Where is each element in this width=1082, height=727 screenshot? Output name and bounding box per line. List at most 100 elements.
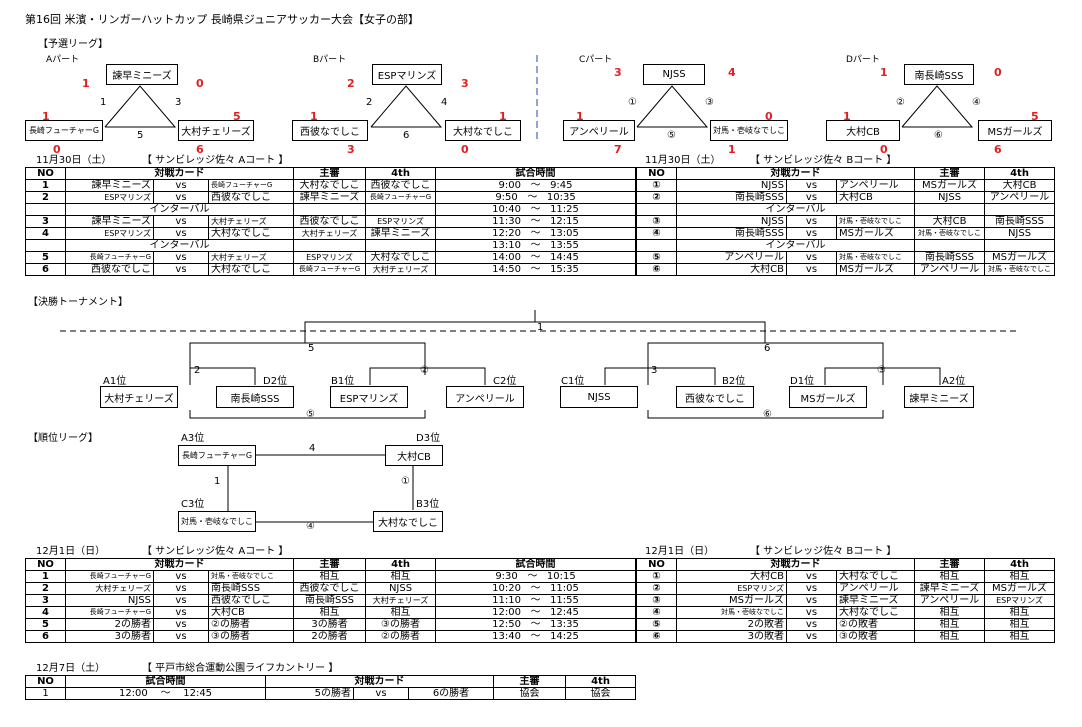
col-header-no: NO: [25, 675, 66, 688]
col-header-time: 試合時間: [435, 167, 637, 180]
cell-vs: vs: [153, 618, 209, 631]
time-start: 12:00: [118, 688, 148, 699]
part-c-score: 0: [765, 110, 773, 123]
cell-vs: vs: [153, 630, 209, 643]
cell-vs: vs: [153, 191, 209, 204]
cell-no: ②: [636, 582, 677, 595]
seed-label: B3位: [416, 499, 440, 510]
cell-4th: MSガールズ: [984, 251, 1056, 264]
seed-label: D3位: [416, 433, 441, 444]
cell-time: 13:40 ～ 14:25: [435, 630, 637, 643]
cell-4th: NJSS: [984, 227, 1056, 240]
part-c-match-number: ⑤: [667, 130, 676, 141]
time-sep: ～: [530, 240, 541, 251]
col-header-ref: 主審: [293, 167, 367, 180]
tournament-team-box: 南長崎SSS: [216, 386, 294, 408]
cell-time: 13:10 ～ 13:55: [435, 239, 637, 252]
part-d-match-number: ④: [972, 97, 981, 108]
part-d-right-team: MSガールズ: [978, 120, 1052, 141]
part-d-triangle: [901, 85, 974, 128]
cell-ref: 2の勝者: [293, 630, 367, 643]
cell-4th: 対馬・壱岐なでしこ: [984, 263, 1056, 276]
seed-label: C1位: [561, 376, 585, 387]
ranking-match-number: 1: [214, 476, 221, 487]
col-header-time: 試合時間: [65, 675, 266, 688]
tournament-team-box: 大村チェリーズ: [100, 386, 178, 408]
cell-vs: vs: [153, 215, 209, 228]
part-a-left-team: 長崎フューチャーG: [25, 120, 103, 141]
cell-vs: vs: [786, 251, 837, 264]
part-a-top-team: 諫早ミニーズ: [106, 64, 178, 85]
seed-label: B2位: [722, 376, 746, 387]
semi-right-number: 6: [764, 343, 771, 354]
cell-4th: [984, 203, 1056, 216]
tournament-heading: 【決勝トーナメント】: [28, 297, 128, 308]
cell-home: 西彼なでしこ: [65, 263, 154, 276]
seed-label: A3位: [181, 433, 205, 444]
cell-away: 大村なでしこ: [207, 263, 295, 276]
time-start: 10:20: [492, 583, 521, 594]
part-b-right-team: 大村なでしこ: [445, 120, 521, 141]
part-c-match-number: ①: [628, 97, 637, 108]
cell-time: 12:50 ～ 13:35: [435, 618, 637, 631]
cell-ref: 長崎フューチャーG: [293, 263, 367, 276]
part-a-score: 1: [42, 110, 50, 123]
time-sep: ～: [530, 204, 541, 215]
quarter-number: ②: [420, 365, 429, 376]
cell-home: 南長崎SSS: [676, 227, 787, 240]
cell-vs: vs: [786, 618, 837, 631]
cell-ref: [293, 203, 367, 216]
cell-time: 12:20 ～ 13:05: [435, 227, 637, 240]
cell-no: ⑥: [636, 263, 677, 276]
cell-time: 9:00 ～ 9:45: [435, 179, 637, 192]
cell-vs: vs: [786, 570, 837, 583]
cell-home: 対馬・壱岐なでしこ: [676, 606, 787, 619]
cell-4th: 南長崎SSS: [984, 215, 1056, 228]
cell-away: 大村チェリーズ: [207, 215, 295, 228]
cell-no: [636, 239, 677, 252]
cell-4th: 西彼なでしこ: [365, 179, 437, 192]
cell-ref: 3の勝者: [293, 618, 367, 631]
part-d-score: 5: [1031, 110, 1039, 123]
time-start: 12:20: [492, 228, 521, 239]
cell-home: ESPマリンズ: [676, 582, 787, 595]
cell-time: 11:10 ～ 11:55: [435, 594, 637, 607]
cell-no: ①: [636, 179, 677, 192]
time-start: 9:00: [498, 180, 521, 191]
cell-ref: 南長崎SSS: [914, 251, 986, 264]
cell-away: 対馬・壱岐なでしこ: [835, 215, 916, 228]
part-a-score: 1: [82, 77, 90, 90]
cell-4th: 相互: [365, 570, 437, 583]
cell-ref: アンペリール: [914, 594, 986, 607]
cell-vs: vs: [786, 606, 837, 619]
part-a-match-number: 1: [100, 97, 107, 108]
cell-time: 14:00 ～ 14:45: [435, 251, 637, 264]
cell-ref: 大村CB: [914, 215, 986, 228]
cell-ref: MSガールズ: [914, 179, 986, 192]
cell-no: 4: [25, 606, 66, 619]
table-header-row: NO 対戦カード 主審 4th: [636, 167, 1056, 180]
cell-home: NJSS: [676, 179, 787, 192]
cell-no: ⑥: [636, 630, 677, 643]
cell-4th: 相互: [365, 606, 437, 619]
cell-vs: vs: [786, 215, 837, 228]
col-header-card: 対戦カード: [64, 558, 295, 571]
cell-vs: vs: [153, 582, 209, 595]
ranking-team-box: 対馬・壱岐なでしこ: [178, 511, 256, 532]
col-header-card: 対戦カード: [675, 558, 916, 571]
day1-a-date: 11月30日（土）: [36, 155, 112, 166]
cell-no: 2: [25, 582, 66, 595]
cell-home: 5の勝者: [265, 687, 354, 700]
table-row: インターバル: [636, 203, 1056, 216]
time-sep: ～: [160, 688, 171, 699]
cell-away: アンペリール: [835, 179, 916, 192]
cell-ref: [914, 239, 986, 252]
ranking-team-box: 大村なでしこ: [373, 511, 443, 532]
part-b-score: 3: [347, 143, 355, 156]
